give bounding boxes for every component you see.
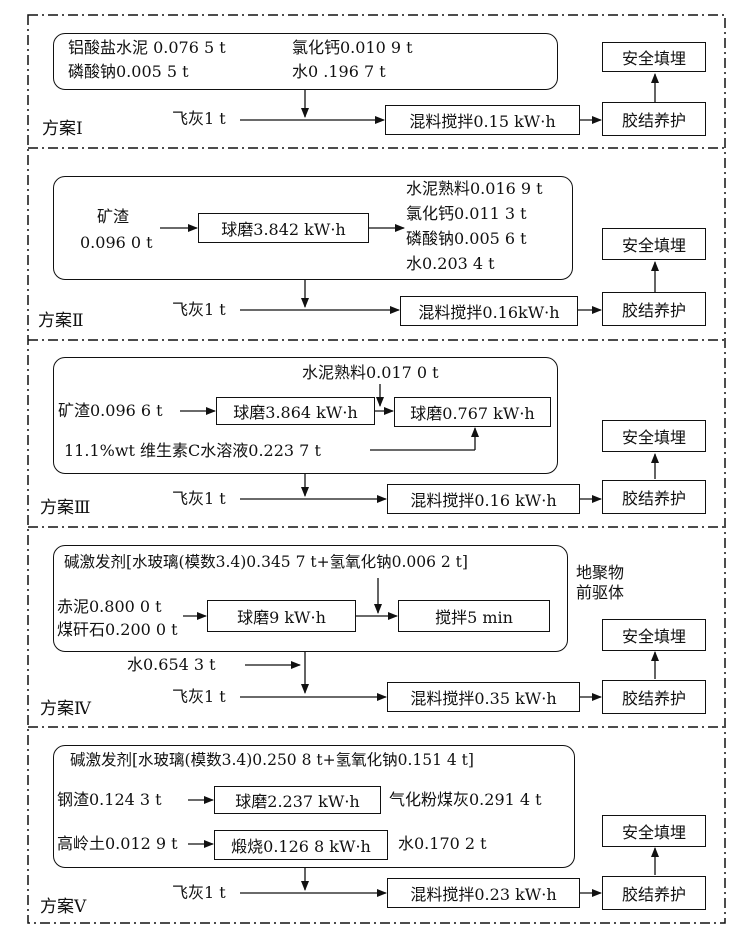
s5-activator: 碱激发剂[水玻璃(模数3.4)0.250 8 t+氢氧化钠0.151 4 t] <box>70 751 474 769</box>
s1-mix-box: 混料搅拌0.15 kW·h <box>385 105 580 135</box>
s4-stir-box: 搅拌5 min <box>398 600 550 632</box>
s4-curing-box: 胶结养护 <box>602 680 706 714</box>
s2-water: 水0.203 4 t <box>406 254 495 273</box>
s3-mill2-box: 球磨0.767 kW·h <box>394 397 551 427</box>
s4-landfill-box: 安全填埋 <box>602 619 706 651</box>
s2-mix-box: 混料搅拌0.16kW·h <box>400 296 578 326</box>
s1-curing-box: 胶结养护 <box>602 102 706 136</box>
s3-curing-box: 胶结养护 <box>602 480 706 514</box>
s5-label: 方案Ⅴ <box>40 897 87 917</box>
s5-reagent-group <box>53 745 575 868</box>
s2-fly-ash: 飞灰1 t <box>172 300 226 319</box>
s2-curing-box: 胶结养护 <box>602 292 706 326</box>
s3-clinker: 水泥熟料0.017 0 t <box>302 363 439 382</box>
s2-mill-box: 球磨3.842 kW·h <box>198 213 369 243</box>
s2-slag-amount: 0.096 0 t <box>80 233 153 252</box>
s5-coal-ash: 气化粉煤灰0.291 4 t <box>389 790 542 809</box>
s3-landfill-box: 安全填埋 <box>602 420 706 452</box>
s1-phosphate: 磷酸钠0.005 5 t <box>68 62 189 81</box>
s5-curing-box: 胶结养护 <box>602 876 706 910</box>
s1-label: 方案Ⅰ <box>42 119 83 139</box>
s1-landfill-box: 安全填埋 <box>602 42 706 72</box>
s3-mill1-box: 球磨3.864 kW·h <box>216 397 375 425</box>
s5-water: 水0.170 2 t <box>398 834 487 853</box>
s2-phosphate: 磷酸钠0.005 6 t <box>406 229 527 248</box>
s3-reagent-group <box>53 357 558 474</box>
s2-clinker: 水泥熟料0.016 9 t <box>406 179 543 198</box>
s4-fly-ash: 飞灰1 t <box>172 687 226 706</box>
s5-kaolin: 高岭土0.012 9 t <box>57 834 178 853</box>
s5-steel-slag: 钢渣0.124 3 t <box>57 790 162 809</box>
s4-red-mud: 赤泥0.800 0 t <box>57 597 162 616</box>
s2-label: 方案Ⅱ <box>38 311 84 331</box>
s4-geopolymer-line1: 地聚物 <box>576 563 625 582</box>
s4-water: 水0.654 3 t <box>127 655 216 674</box>
s5-fly-ash: 飞灰1 t <box>172 883 226 902</box>
s4-reagent-group <box>53 545 568 652</box>
s5-mill-box: 球磨2.237 kW·h <box>214 786 381 814</box>
s1-water: 水0 .196 7 t <box>292 62 386 81</box>
s1-fly-ash: 飞灰1 t <box>172 109 226 128</box>
s2-slag-name: 矿渣 <box>97 207 130 226</box>
s4-geopolymer-line2: 前驱体 <box>576 583 625 602</box>
s2-reagent-group <box>53 176 573 280</box>
s3-fly-ash: 飞灰1 t <box>172 489 226 508</box>
s4-mill-box: 球磨9 kW·h <box>207 600 356 632</box>
section-frame <box>27 14 726 924</box>
s3-vitc: 11.1%wt 维生素C水溶液0.223 7 t <box>64 441 321 460</box>
s3-slag: 矿渣0.096 6 t <box>58 401 163 420</box>
s1-reagent-group <box>53 33 558 90</box>
s4-label: 方案Ⅳ <box>40 699 91 719</box>
s3-label: 方案Ⅲ <box>40 498 91 518</box>
s1-aluminate: 铝酸盐水泥 0.076 5 t <box>68 38 226 57</box>
s5-landfill-box: 安全填埋 <box>602 815 706 847</box>
s1-cacl: 氯化钙0.010 9 t <box>292 38 413 57</box>
s5-calcine-box: 煅烧0.126 8 kW·h <box>214 830 388 860</box>
s3-mix-box: 混料搅拌0.16 kW·h <box>387 484 580 514</box>
s4-gangue: 煤矸石0.200 0 t <box>57 620 178 639</box>
s4-activator: 碱激发剂[水玻璃(模数3.4)0.345 7 t+氢氧化钠0.006 2 t] <box>64 553 468 571</box>
s2-landfill-box: 安全填埋 <box>602 228 706 260</box>
s2-cacl: 氯化钙0.011 3 t <box>406 204 527 223</box>
s5-mix-box: 混料搅拌0.23 kW·h <box>387 878 580 908</box>
s4-mix-box: 混料搅拌0.35 kW·h <box>387 682 580 712</box>
